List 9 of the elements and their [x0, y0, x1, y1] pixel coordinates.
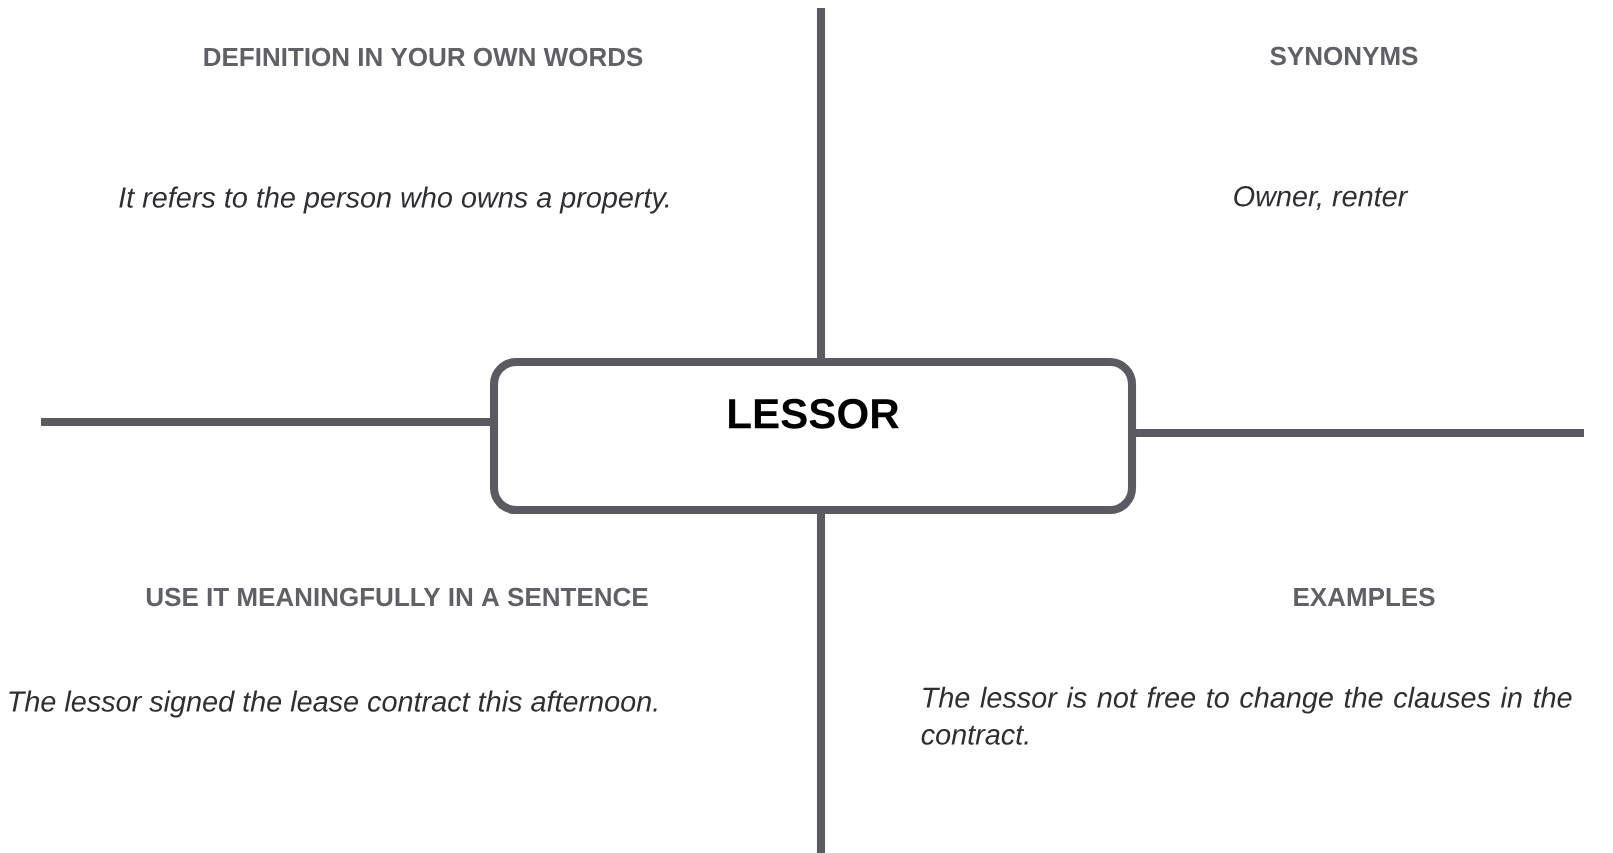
section-heading: EXAMPLES [1294, 587, 1435, 607]
term-box: LESSOR [489, 358, 1137, 515]
body-text: Owner, renter [1234, 186, 1409, 210]
section-heading: USE IT MEANINGFULLY IN A SENTENCE [146, 587, 648, 607]
section-heading: SYNONYMS [1270, 46, 1418, 66]
section-heading: DEFINITION IN YOUR OWN WORDS [204, 47, 643, 67]
body-text: The lessor is not free to change the clauses in the contract. [921, 686, 1572, 745]
body-text: The lessor signed the lease contract this afternoon. [9, 690, 657, 718]
body-text: It refers to the person who owns a property. [119, 186, 669, 214]
